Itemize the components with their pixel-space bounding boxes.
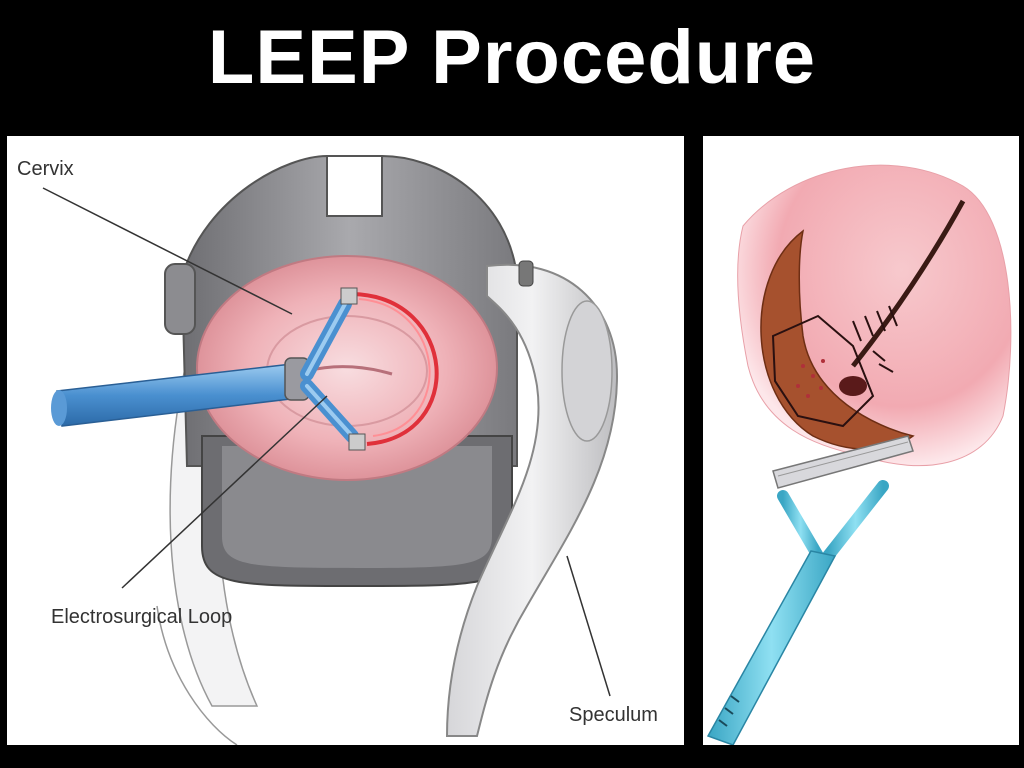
speculum-leader-line	[566, 555, 611, 697]
loop-wire	[351, 292, 439, 446]
closeup-arm-right	[822, 480, 889, 562]
closeup-instrument-shaft	[706, 550, 837, 745]
speculum-diagram-panel: Cervix Electrosurgical Loop Speculum	[7, 136, 684, 745]
excision-zone	[771, 314, 875, 428]
electrosurgical-loop-label: Electrosurgical Loop	[51, 606, 233, 628]
lesion-area	[796, 359, 825, 398]
tissue-fold	[760, 229, 915, 450]
loop-blade	[772, 435, 914, 489]
excision-closeup-panel	[703, 136, 1019, 745]
cervix-label: Cervix	[17, 158, 74, 180]
slide-title: LEEP Procedure	[207, 15, 817, 100]
loop-leader-line	[121, 395, 328, 589]
cervix-leader-line	[42, 187, 293, 315]
cervical-os-closeup	[839, 376, 867, 396]
speculum-label: Speculum	[569, 704, 658, 726]
excision-illustration	[706, 164, 1012, 745]
closeup-arm-left	[777, 490, 824, 562]
speculum-illustration	[42, 154, 619, 745]
speculum-hinge	[164, 263, 196, 335]
